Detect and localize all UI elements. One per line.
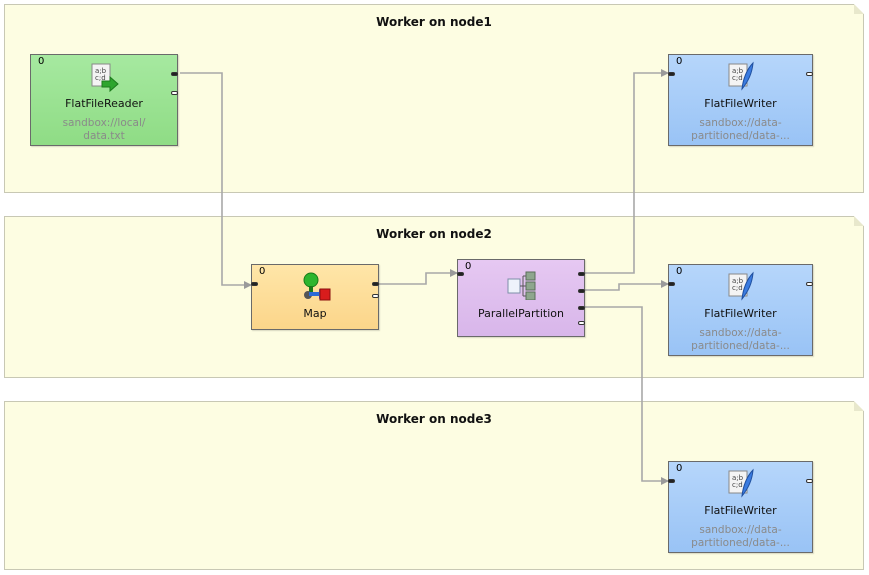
flat-file-reader-component[interactable]: 0 a;b c;d FlatFileReader sandbox://local… xyxy=(30,54,178,146)
note-title: Worker on node2 xyxy=(376,227,492,241)
component-path-line: sandbox://local/ xyxy=(62,117,146,129)
component-path-line: sandbox://data- xyxy=(699,524,782,536)
component-index: 0 xyxy=(676,266,683,277)
edge-partition-to-writer3 xyxy=(585,306,669,485)
input-port-0[interactable] xyxy=(457,272,464,276)
component-path: sandbox://local/ data.txt xyxy=(31,117,177,143)
component-path-line: sandbox://data- xyxy=(699,117,782,129)
output-port-1[interactable] xyxy=(372,294,379,298)
flat-file-writer-icon: a;b c;d xyxy=(728,468,754,498)
svg-text:c;d: c;d xyxy=(732,481,743,489)
note-fold-corner xyxy=(854,401,864,411)
edge-reader-to-map xyxy=(180,72,252,289)
component-path-line: sandbox://data- xyxy=(699,327,782,339)
output-port-0[interactable] xyxy=(171,72,178,76)
svg-text:c;d: c;d xyxy=(95,74,106,82)
map-component[interactable]: 0 Map xyxy=(251,264,379,330)
component-path: sandbox://data- partitioned/data-... xyxy=(669,327,812,353)
output-port-1[interactable] xyxy=(171,91,178,95)
note-title: Worker on node3 xyxy=(376,412,492,426)
output-port-3[interactable] xyxy=(578,321,585,325)
component-index: 0 xyxy=(676,463,683,474)
parallel-partition-component[interactable]: 0 ParallelPartition xyxy=(457,259,585,337)
input-port-0[interactable] xyxy=(668,72,675,76)
component-name: FlatFileWriter xyxy=(704,504,777,517)
parallel-partition-icon xyxy=(507,271,536,300)
output-port-0[interactable] xyxy=(806,282,813,286)
component-path-line: partitioned/data-... xyxy=(691,340,790,352)
output-port-0[interactable] xyxy=(372,282,379,286)
component-index: 0 xyxy=(676,56,683,67)
note-fold-corner xyxy=(854,216,864,226)
svg-text:c;d: c;d xyxy=(732,74,743,82)
component-path: sandbox://data- partitioned/data-... xyxy=(669,117,812,143)
flat-file-writer-component-2[interactable]: 0 a;b c;d FlatFileWriter sandbox://data-… xyxy=(668,264,813,356)
note-fold-corner xyxy=(854,4,864,14)
output-port-0[interactable] xyxy=(578,272,585,276)
input-port-0[interactable] xyxy=(668,479,675,483)
output-port-1[interactable] xyxy=(578,289,585,293)
component-name: FlatFileReader xyxy=(65,97,143,110)
output-port-2[interactable] xyxy=(578,306,585,310)
input-port-0[interactable] xyxy=(668,282,675,286)
note-title: Worker on node1 xyxy=(376,15,492,29)
svg-text:a;b: a;b xyxy=(732,67,744,75)
component-path: sandbox://data- partitioned/data-... xyxy=(669,524,812,550)
component-path-line: partitioned/data-... xyxy=(691,130,790,142)
edge-partition-to-writer2 xyxy=(585,280,669,291)
component-index: 0 xyxy=(259,266,266,277)
component-path-line: data.txt xyxy=(83,130,125,142)
component-name: FlatFileWriter xyxy=(704,307,777,320)
flat-file-writer-icon: a;b c;d xyxy=(728,271,754,301)
svg-text:a;b: a;b xyxy=(95,67,107,75)
input-port-0[interactable] xyxy=(251,282,258,286)
svg-text:a;b: a;b xyxy=(732,474,744,482)
svg-text:a;b: a;b xyxy=(732,277,744,285)
component-name: FlatFileWriter xyxy=(704,97,777,110)
component-index: 0 xyxy=(465,261,472,272)
svg-text:c;d: c;d xyxy=(732,284,743,292)
component-name: Map xyxy=(303,307,327,320)
flat-file-writer-component-1[interactable]: 0 a;b c;d FlatFileWriter sandbox://data-… xyxy=(668,54,813,146)
edge-partition-to-writer1 xyxy=(585,69,669,274)
output-port-0[interactable] xyxy=(806,72,813,76)
component-path-line: partitioned/data-... xyxy=(691,537,790,549)
map-icon xyxy=(303,272,331,301)
output-port-0[interactable] xyxy=(806,479,813,483)
flat-file-reader-icon: a;b c;d xyxy=(91,63,119,93)
flat-file-writer-icon: a;b c;d xyxy=(728,61,754,91)
edge-map-to-partition xyxy=(379,269,458,285)
component-name: ParallelPartition xyxy=(478,307,564,320)
component-index: 0 xyxy=(38,56,45,67)
flat-file-writer-component-3[interactable]: 0 a;b c;d FlatFileWriter sandbox://data-… xyxy=(668,461,813,553)
